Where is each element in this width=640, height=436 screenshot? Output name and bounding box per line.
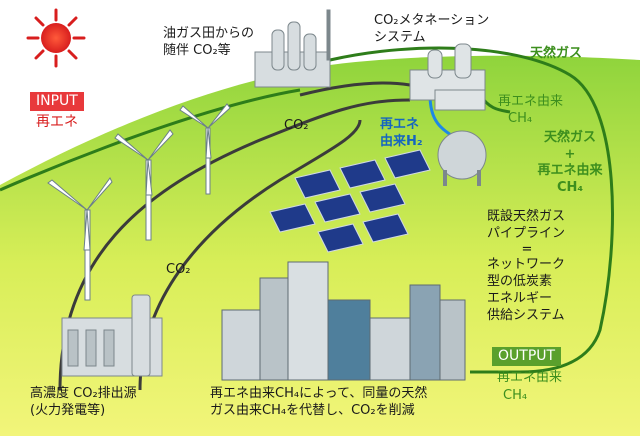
emitter-line1: 高濃度 CO₂排出源 <box>30 386 137 401</box>
output-line2: CH₄ <box>503 388 528 403</box>
pipeline-line: エネルギー <box>487 291 553 306</box>
co2-upper-label: CO₂ <box>284 118 309 133</box>
pipeline-line: = <box>521 242 533 257</box>
mix-line1: 天然ガス <box>543 130 596 145</box>
output-badge: OUTPUT <box>492 347 562 366</box>
methanation-line2: システム <box>374 30 426 45</box>
wind-turbine <box>114 129 174 241</box>
pipeline-line: パイプライン <box>487 226 566 241</box>
input-sub: 再エネ <box>36 114 78 130</box>
pipeline-line: 供給システム <box>487 308 565 323</box>
pipeline-line: ネットワーク <box>487 257 566 272</box>
methanation-line1: CO₂メタネーション <box>374 13 490 28</box>
methanation-plant <box>409 43 486 111</box>
input-badge: INPUT <box>30 92 84 111</box>
natural-gas-label: 天然ガス <box>530 46 583 61</box>
gas-tank <box>437 130 487 186</box>
mix-line3: 再エネ由来 <box>537 163 603 178</box>
emitter-line2: (火力発電等) <box>30 403 106 418</box>
oilgas-plant <box>254 9 331 88</box>
pipeline-line: 既設天然ガス <box>487 209 566 224</box>
wind-turbine <box>179 103 231 195</box>
pipeline-line: 型の低炭素 <box>487 274 553 289</box>
sun-icon <box>26 8 86 68</box>
wind-turbines <box>47 103 231 301</box>
power-plant <box>61 294 163 377</box>
renewable-ch4-line2: CH₄ <box>508 111 533 126</box>
mix-line4: CH₄ <box>556 180 584 195</box>
city-buildings <box>221 261 466 381</box>
h2-line2: 由来H₂ <box>380 134 423 149</box>
city-caption-line1: 再エネ由来CH₄によって、同量の天然 <box>210 386 428 401</box>
renewable-ch4-line1: 再エネ由来 <box>498 94 564 109</box>
wind-turbine <box>47 177 113 301</box>
co2-lower-label: CO₂ <box>166 262 191 277</box>
co2-pipe-lower <box>58 98 411 391</box>
city-caption-line2: ガス由来CH₄を代替し、CO₂を削減 <box>210 403 415 418</box>
oilgas-source-line2: 随伴 CO₂等 <box>163 43 231 58</box>
co2-pipe-upper <box>299 81 411 97</box>
oilgas-source-line1: 油ガス田からの <box>163 26 255 41</box>
mix-line2: + <box>564 147 576 162</box>
output-line1: 再エネ由来 <box>497 370 563 385</box>
h2-line1: 再エネ <box>380 117 420 132</box>
gas-pipe-left <box>0 88 301 192</box>
solar-panels <box>269 149 431 253</box>
